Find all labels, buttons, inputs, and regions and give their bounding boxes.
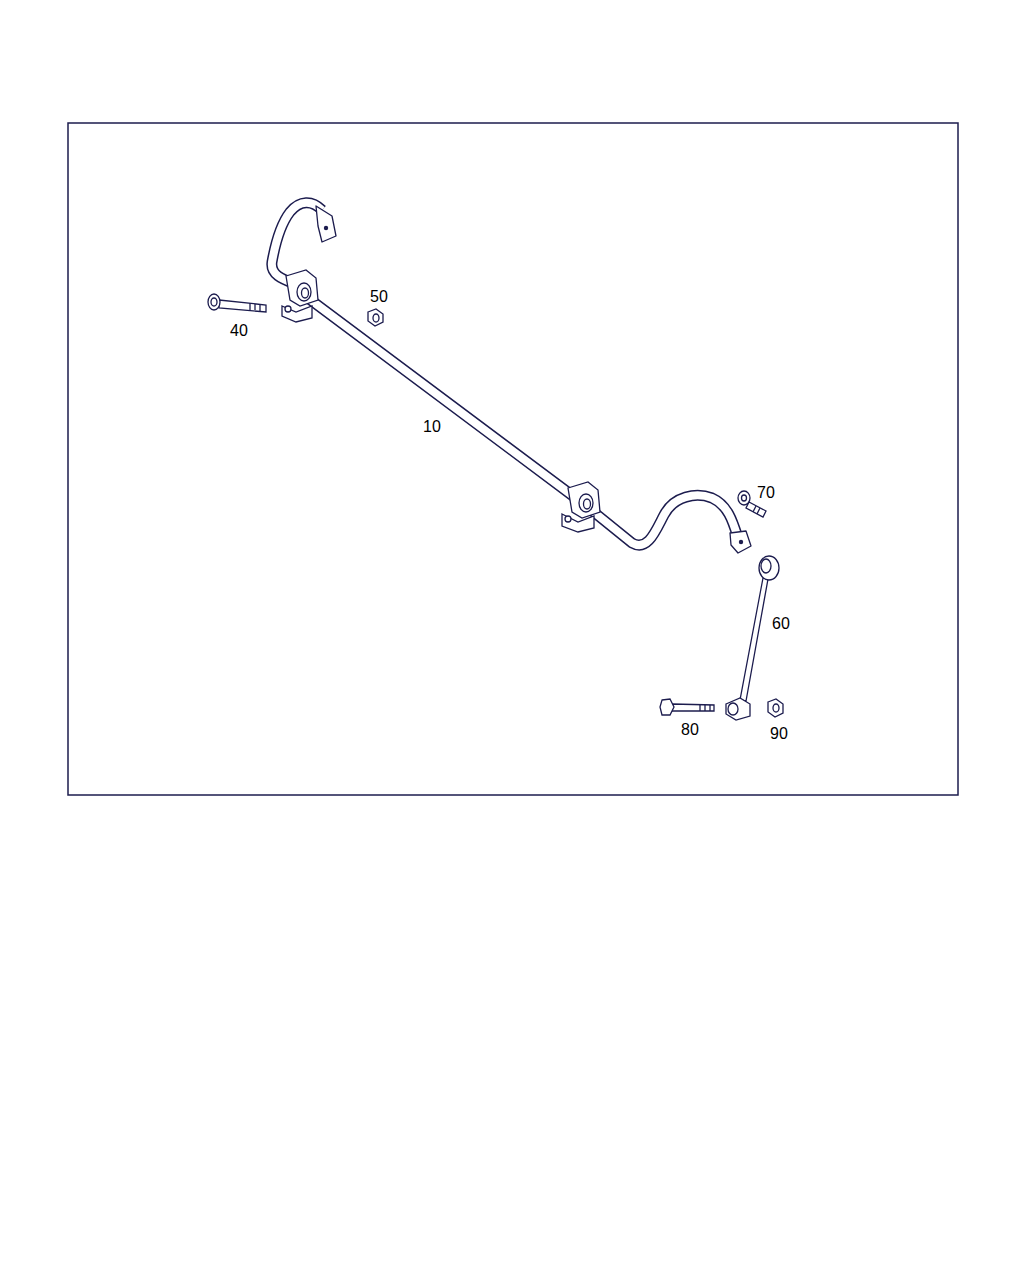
bolt-80 [660,699,714,715]
illustration-part [219,300,266,312]
illustration-part [709,705,710,711]
illustration-part [368,309,383,326]
illustration-part [324,226,328,230]
illustration-part [254,304,255,310]
bushing-right [562,482,600,532]
illustration-part [568,482,600,518]
illustration-part [739,540,743,544]
illustration-part [773,704,779,712]
illustration-part [562,514,594,532]
illustration-part [742,495,747,501]
callout-number: 50 [369,288,389,306]
bushing-left [282,270,318,322]
illustration-part [704,705,705,711]
illustration-part [286,270,318,306]
illustration-part [285,306,291,312]
illustration-part [761,559,771,573]
stabilizer-bar [272,203,751,553]
illustration-part [316,206,336,242]
frame [68,123,958,795]
illustration-part [759,556,779,580]
bolt-40 [208,294,266,312]
callout-number: 80 [680,721,700,739]
callout-number: 90 [769,725,789,743]
illustration-part [302,288,309,298]
illustration-part [300,292,738,545]
illustration-part [738,491,750,505]
illustration-part [746,502,766,517]
illustration-part [297,283,311,301]
illustration-part [373,314,379,322]
illustration-part [584,499,591,509]
illustration-part [757,508,760,514]
illustration-part [208,294,220,310]
illustration-part [579,494,593,512]
stabilizer-link-60 [726,556,779,720]
illustration-part [259,304,260,311]
illustration-part [740,578,768,701]
illustration-part [768,699,783,717]
illustration-part [249,303,250,310]
callout-number: 70 [756,484,776,502]
callout-number: 10 [422,418,442,436]
illustration-part [300,292,738,545]
illustration-part [565,516,571,522]
illustration-part [699,705,700,711]
nut-50 [368,309,383,326]
illustration-part [753,506,756,512]
illustration-part [728,703,738,715]
illustration-part [726,698,750,720]
illustration-part [211,298,217,306]
callout-number: 40 [229,322,249,340]
illustration-part [672,704,714,711]
illustration-part [660,699,674,715]
illustration-part [730,531,751,553]
callout-number: 60 [771,615,791,633]
illustration-part [282,306,312,322]
nut-90 [768,699,783,717]
